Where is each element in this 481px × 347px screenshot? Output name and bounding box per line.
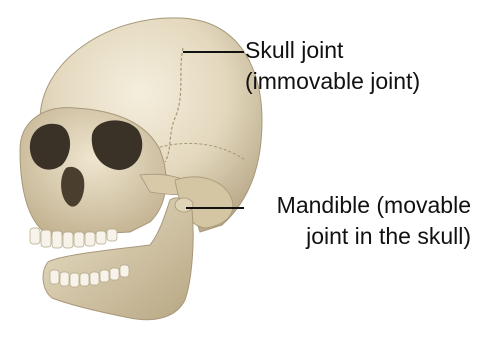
skull-joint-label-line2: (immovable joint) bbox=[245, 66, 420, 97]
mandible-label: Mandible (movable joint in the skull) bbox=[245, 190, 471, 252]
mandibular-condyle bbox=[175, 198, 193, 212]
skull-joint-label: Skull joint (immovable joint) bbox=[245, 35, 420, 97]
mandible-label-line1: Mandible (movable bbox=[245, 190, 471, 221]
skull-joint-label-line1: Skull joint bbox=[245, 35, 420, 66]
mandible-label-line2: joint in the skull) bbox=[245, 221, 471, 252]
